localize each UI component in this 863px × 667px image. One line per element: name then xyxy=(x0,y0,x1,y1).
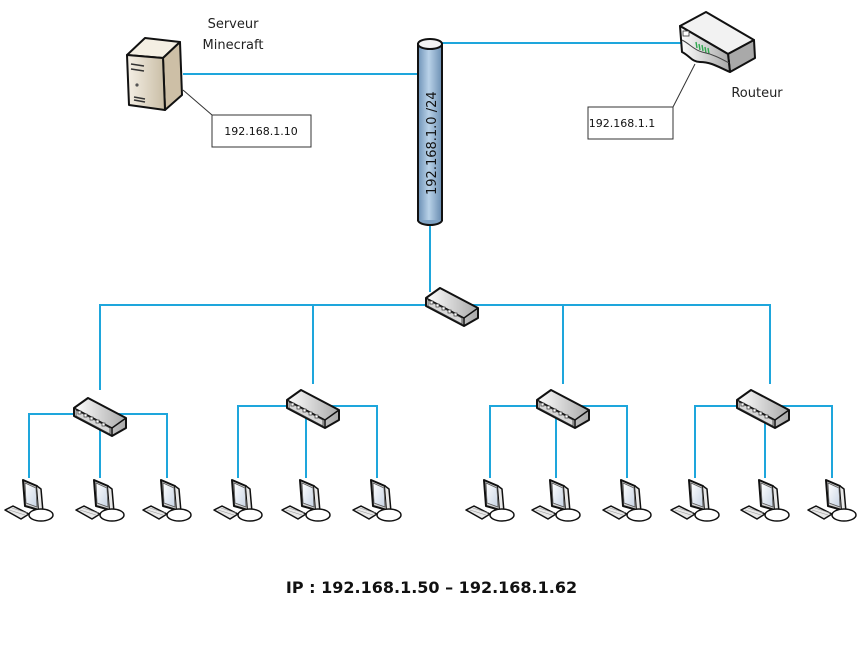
client-pc[interactable] xyxy=(670,479,720,522)
computer-icon xyxy=(531,479,581,522)
client-pc[interactable] xyxy=(281,479,331,522)
server-icon xyxy=(126,37,183,111)
client-pc[interactable] xyxy=(142,479,192,522)
client-pc[interactable] xyxy=(75,479,125,522)
server-label-line2: Minecraft xyxy=(203,38,264,53)
client-pc[interactable] xyxy=(807,479,857,522)
switch-1[interactable] xyxy=(73,397,127,437)
server-ip-box: 192.168.1.10 xyxy=(211,114,312,148)
switch-icon xyxy=(73,397,127,437)
switch-icon xyxy=(736,389,790,429)
client-pc[interactable] xyxy=(531,479,581,522)
computer-icon xyxy=(213,479,263,522)
computer-icon xyxy=(281,479,331,522)
link-core-bus xyxy=(99,304,771,390)
computer-icon xyxy=(465,479,515,522)
switch-2[interactable] xyxy=(286,389,340,429)
router-ip-box: 192.168.1.1 xyxy=(587,106,674,140)
computer-icon xyxy=(75,479,125,522)
client-pc[interactable] xyxy=(465,479,515,522)
computer-icon xyxy=(807,479,857,522)
ip-range-caption: IP : 192.168.1.50 – 192.168.1.62 xyxy=(285,578,578,597)
computer-icon xyxy=(4,479,54,522)
computer-icon xyxy=(602,479,652,522)
computer-icon xyxy=(670,479,720,522)
switch-3[interactable] xyxy=(536,389,590,429)
network-bus[interactable]: 192.168.1.0 /24 xyxy=(417,38,443,226)
server-label-line1: Serveur xyxy=(208,17,260,32)
client-pc[interactable] xyxy=(740,479,790,522)
router-label: Routeur xyxy=(731,86,783,101)
switch-icon xyxy=(536,389,590,429)
router-ip-leader xyxy=(672,63,696,108)
network-bus-label: 192.168.1.0 /24 xyxy=(425,91,440,195)
router-ip-text: 192.168.1.1 xyxy=(589,117,655,130)
core-switch[interactable] xyxy=(425,287,479,327)
router-icon xyxy=(679,11,756,73)
client-pc[interactable] xyxy=(213,479,263,522)
client-pc[interactable] xyxy=(4,479,54,522)
computer-icon xyxy=(142,479,192,522)
router-node[interactable]: Routeur xyxy=(679,11,783,101)
switch-icon xyxy=(425,287,479,327)
server-ip-text: 192.168.1.10 xyxy=(224,125,297,138)
client-pc[interactable] xyxy=(352,479,402,522)
switch-icon xyxy=(286,389,340,429)
client-pc[interactable] xyxy=(602,479,652,522)
server-ip-leader xyxy=(182,89,213,116)
server-node[interactable]: Serveur Minecraft xyxy=(126,17,264,111)
computer-icon xyxy=(352,479,402,522)
computer-icon xyxy=(740,479,790,522)
switch-4[interactable] xyxy=(736,389,790,429)
